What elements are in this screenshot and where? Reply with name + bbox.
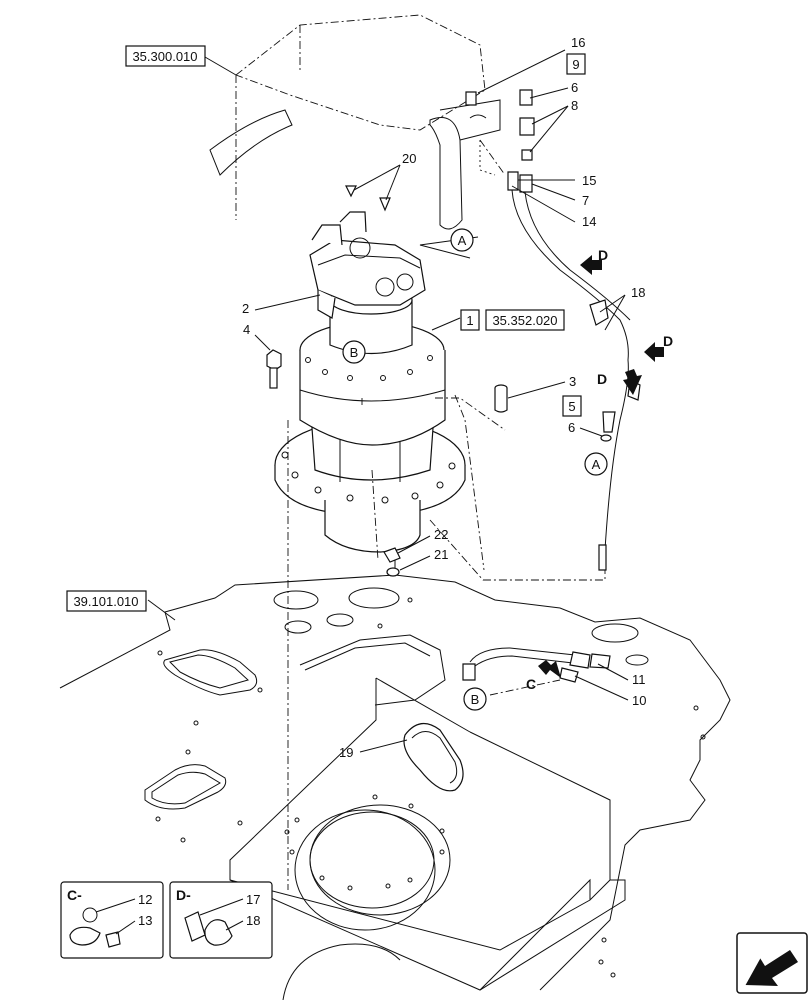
- fittings-22-21: [383, 547, 401, 577]
- callout-11: 11: [632, 672, 646, 687]
- clamp-19: [403, 723, 464, 792]
- svg-text:39.101.010: 39.101.010: [73, 594, 138, 609]
- callout-14: 14: [582, 214, 596, 229]
- callout-15: 15: [582, 173, 596, 188]
- svg-text:12: 12: [138, 892, 152, 907]
- boxed-item-9: 9: [566, 53, 586, 75]
- arrow-icon: [538, 660, 561, 678]
- svg-text:A: A: [458, 233, 467, 248]
- inset-d: D- 17 18: [169, 881, 273, 959]
- arrow-icon: [644, 342, 664, 362]
- svg-text:B: B: [471, 692, 480, 707]
- svg-text:35.352.020: 35.352.020: [492, 313, 557, 328]
- pin-3: [494, 384, 508, 413]
- boxed-item-5: 5: [562, 395, 582, 417]
- callout-7: 7: [582, 193, 589, 208]
- callout-2: 2: [242, 301, 249, 316]
- bolt-4: [266, 349, 282, 389]
- callout-4: 4: [243, 322, 250, 337]
- lower-hose: [462, 647, 611, 683]
- boxed-item-1: 1: [460, 309, 480, 331]
- callout-6: 6: [571, 80, 578, 95]
- hose-assembly: [465, 89, 641, 571]
- svg-text:D-: D-: [176, 887, 191, 903]
- lower-frame-outline: [59, 560, 731, 1000]
- callout-6-lower: 6: [568, 420, 575, 435]
- svg-text:5: 5: [568, 399, 575, 414]
- marker-a-upper: A: [450, 228, 474, 252]
- marker-b-lower: B: [463, 687, 487, 711]
- swing-motor: [274, 211, 466, 553]
- svg-text:9: 9: [572, 57, 579, 72]
- svg-text:D: D: [598, 247, 608, 263]
- callout-21: 21: [434, 547, 448, 562]
- navigation-arrow-icon: [736, 932, 808, 994]
- callout-16: 16: [571, 35, 585, 50]
- reference-35-352-020: 35.352.020: [485, 309, 565, 331]
- callout-8: 8: [571, 98, 578, 113]
- svg-text:C: C: [526, 676, 536, 692]
- callout-20: 20: [402, 151, 416, 166]
- arrow-icon: [580, 255, 602, 275]
- svg-text:1: 1: [466, 313, 473, 328]
- view-marker-c: C: [526, 660, 561, 692]
- frame-holes: [155, 597, 706, 978]
- svg-text:C-: C-: [67, 887, 82, 903]
- svg-text:18: 18: [246, 913, 260, 928]
- callout-3: 3: [569, 374, 576, 389]
- reference-39-101-010: 39.101.010: [66, 590, 147, 612]
- reference-35-300-010: 35.300.010: [125, 45, 206, 67]
- routing-lines: [287, 394, 606, 890]
- upper-frame-outline: [209, 14, 506, 230]
- svg-text:B: B: [350, 345, 359, 360]
- callout-18: 18: [631, 285, 645, 300]
- marker-b-upper: B: [342, 340, 366, 364]
- view-marker-d-3: D: [597, 369, 642, 395]
- callout-22: 22: [434, 527, 448, 542]
- marker-a-lower: A: [584, 452, 608, 476]
- view-marker-d-2: D: [644, 333, 673, 362]
- svg-text:13: 13: [138, 913, 152, 928]
- svg-text:D: D: [597, 371, 607, 387]
- leader-lines: [147, 49, 629, 753]
- callout-19: 19: [339, 745, 353, 760]
- svg-text:D: D: [663, 333, 673, 349]
- svg-text:A: A: [592, 457, 601, 472]
- view-marker-d-1: D: [580, 247, 608, 275]
- svg-text:35.300.010: 35.300.010: [132, 49, 197, 64]
- fittings-20: [345, 185, 391, 212]
- arrow-icon: [623, 369, 642, 395]
- callout-10: 10: [632, 693, 646, 708]
- inset-c: C- 12 13: [60, 881, 164, 959]
- svg-text:17: 17: [246, 892, 260, 907]
